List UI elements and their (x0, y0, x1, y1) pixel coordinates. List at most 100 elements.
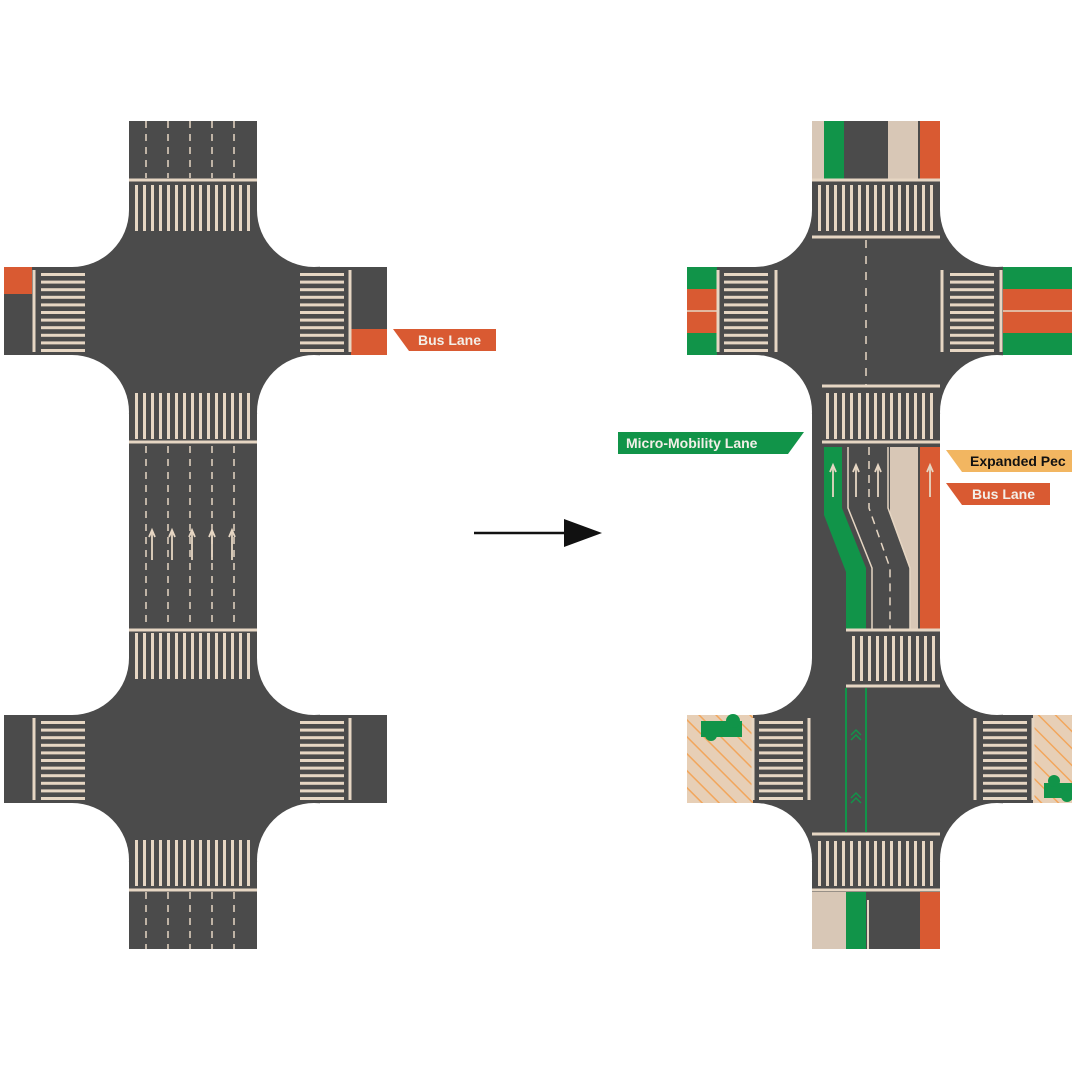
crosswalk-stripe (175, 840, 178, 886)
lane-arrow-head (874, 462, 882, 473)
lane-arrow-head (168, 527, 176, 538)
crosswalk-stripe (950, 318, 994, 322)
up-arrow-icon (829, 462, 934, 497)
crosswalk-stripe (826, 185, 829, 231)
crosswalk-stripe (239, 185, 242, 231)
crosswalk-stripe (898, 841, 901, 886)
crosswalk-stripe (41, 273, 85, 276)
crosswalk-stripe (41, 759, 85, 762)
crosswalk-stripe (983, 797, 1027, 800)
lane-arrow-head (829, 462, 837, 473)
crosswalk-stripe (247, 185, 250, 231)
crosswalk-stripe (882, 185, 885, 231)
crosswalk-stripe (151, 185, 154, 231)
crosswalk-stripe (759, 728, 803, 732)
crosswalk-stripe (41, 349, 85, 352)
crosswalk-stripe (858, 841, 861, 886)
crosswalk-stripe (300, 288, 344, 292)
crosswalk-stripe (199, 633, 202, 679)
crosswalk-stripe (167, 840, 170, 886)
tree-icon (701, 714, 1072, 802)
crosswalk-stripe (818, 185, 821, 231)
double-chevron-up-icon (850, 728, 862, 804)
crosswalk-stripe (41, 751, 85, 755)
crosswalk-stripe (239, 840, 242, 886)
crosswalk-stripe (950, 273, 994, 276)
crosswalk-stripe (930, 841, 933, 886)
crosswalk-stripe (842, 841, 845, 886)
crosswalk-stripe (300, 295, 344, 299)
crosswalk-stripe (983, 774, 1027, 778)
crosswalk-stripe (858, 393, 861, 439)
crosswalk-stripe (135, 633, 138, 679)
crosswalk-stripe (167, 185, 170, 231)
crosswalk-stripe (922, 841, 925, 886)
crosswalk-stripe (890, 185, 893, 231)
crosswalk-stripe (300, 766, 344, 770)
crosswalk-stripe (300, 781, 344, 785)
crosswalk-stripe (207, 840, 210, 886)
after-expanded-pedestrian-tag: Expanded Pec (946, 450, 1072, 472)
crosswalk-stripe (199, 393, 202, 439)
crosswalk-stripe (151, 840, 154, 886)
crosswalk-stripe (207, 633, 210, 679)
after-top-expanded-sidewalk (888, 121, 918, 179)
right-arrow-icon (474, 519, 602, 547)
crosswalk-stripe (950, 341, 994, 345)
crosswalk-stripe (914, 185, 917, 231)
crosswalk-stripe (41, 774, 85, 778)
crosswalk-stripe (41, 288, 85, 292)
crosswalk-stripe (914, 393, 917, 439)
crosswalk-stripe (908, 636, 911, 681)
crosswalk-stripe (950, 311, 994, 314)
crosswalk-stripe (930, 393, 933, 439)
crosswalk-stripe (191, 840, 194, 886)
crosswalk-stripe (143, 633, 146, 679)
crosswalk-stripe (207, 393, 210, 439)
lane-arrow-head (228, 527, 236, 538)
crosswalk-stripe (231, 185, 234, 231)
before-crosswalks (41, 185, 344, 886)
crosswalk-stripe (724, 280, 768, 284)
lane-arrow-head (926, 462, 934, 473)
crosswalk-stripe (950, 333, 994, 337)
after-bottom-sidewalk (812, 892, 846, 949)
crosswalk-stripe (143, 185, 146, 231)
after-expanded-pedestrian (890, 447, 918, 630)
crosswalk-stripe (759, 759, 803, 762)
crosswalk-stripe (300, 759, 344, 762)
crosswalk-stripe (866, 185, 869, 231)
crosswalk-stripe (724, 326, 768, 330)
crosswalk-stripe (852, 636, 855, 681)
crosswalk-stripe (135, 185, 138, 231)
after-bus-lane (920, 447, 940, 630)
crosswalk-stripe (906, 841, 909, 886)
lane-arrow-head (208, 527, 216, 538)
after-stop-lines (716, 178, 1035, 892)
crosswalk-stripe (167, 633, 170, 679)
crosswalk-stripe (41, 721, 85, 724)
crosswalk-stripe (300, 743, 344, 747)
crosswalk-stripe (950, 326, 994, 330)
before-stop-lines (32, 178, 352, 892)
crosswalk-stripe (300, 341, 344, 345)
crosswalk-stripe (932, 636, 935, 681)
crosswalk-stripe (724, 349, 768, 352)
crosswalk-stripe (834, 841, 837, 886)
crosswalk-stripe (906, 185, 909, 231)
crosswalk-stripe (983, 766, 1027, 770)
crosswalk-stripe (724, 311, 768, 314)
crosswalk-stripe (41, 326, 85, 330)
crosswalk-stripe (223, 633, 226, 679)
crosswalk-stripe (223, 185, 226, 231)
crosswalk-stripe (924, 636, 927, 681)
crosswalk-stripe (41, 797, 85, 800)
crosswalk-stripe (858, 185, 861, 231)
crosswalk-stripe (914, 841, 917, 886)
crosswalk-stripe (41, 789, 85, 793)
crosswalk-stripe (41, 728, 85, 732)
crosswalk-stripe (231, 840, 234, 886)
crosswalk-stripe (983, 751, 1027, 755)
